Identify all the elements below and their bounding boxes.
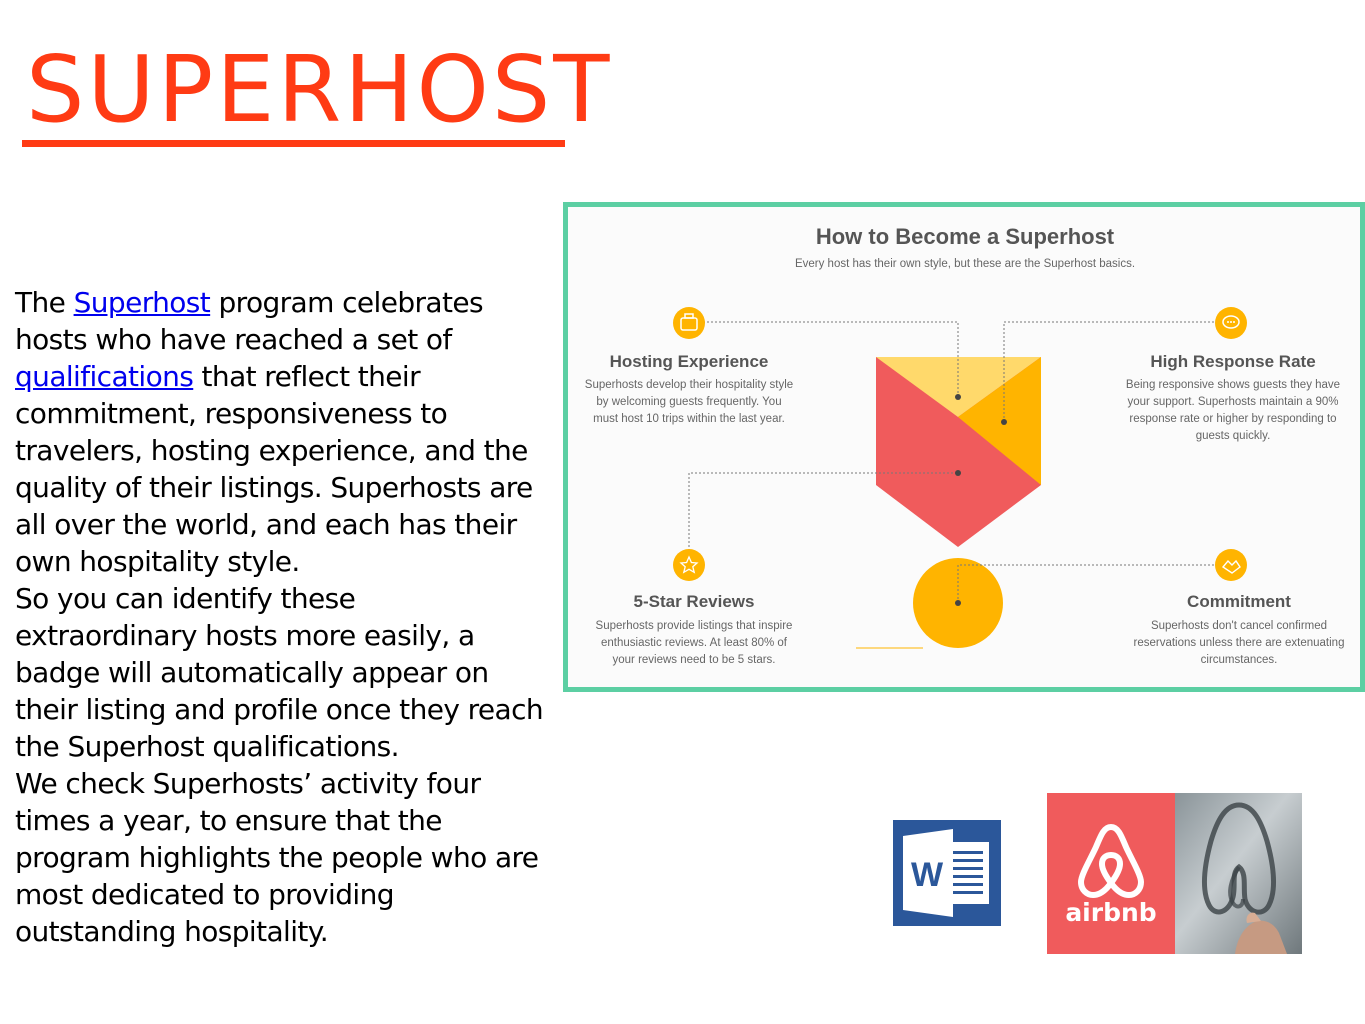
chat-bubble-icon — [1215, 307, 1247, 339]
airbnb-photo — [1175, 793, 1302, 954]
intro-middle: program celebrates hosts who have reache… — [15, 286, 484, 356]
suitcase-icon — [673, 307, 705, 339]
five-star-reviews-heading: 5-Star Reviews — [634, 592, 755, 611]
high-response-rate-line: guests quickly. — [1196, 430, 1271, 442]
infographic-canvas: How to Become a Superhost Every host has… — [585, 224, 1345, 666]
medal-ribbon-yellow — [958, 357, 1041, 485]
high-response-rate-line: Being responsive shows guests they have — [1126, 379, 1340, 391]
commitment-line: circumstances. — [1201, 654, 1278, 666]
five-star-reviews-line: Superhosts provide listings that inspire — [596, 620, 793, 632]
superhost-infographic: How to Become a Superhost Every host has… — [563, 202, 1365, 692]
star-icon — [673, 549, 705, 581]
paragraph-badge: So you can identify these extraordinary … — [15, 582, 544, 763]
hosting-experience-line: by welcoming guests frequently. You — [596, 396, 781, 408]
intro-end: that reflect their commitment, responsiv… — [15, 360, 533, 578]
word-letter: W — [911, 856, 944, 894]
commitment-line: Superhosts don't cancel confirmed — [1151, 620, 1327, 632]
paragraph-activity: We check Superhosts’ activity four times… — [15, 767, 539, 948]
airbnb-wordmark: airbnb — [1065, 898, 1156, 927]
section-five-star-reviews: 5-Star Reviews Superhosts provide listin… — [596, 592, 793, 666]
high-response-rate-line: your support. Superhosts maintain a 90% — [1128, 396, 1339, 408]
five-star-reviews-line: enthusiastic reviews. At least 80% of — [601, 637, 788, 649]
qualifications-link[interactable]: qualifications — [15, 360, 194, 393]
word-app-icon: W — [893, 820, 1001, 926]
handshake-icon — [1215, 549, 1247, 581]
intro-start: The — [15, 286, 74, 319]
high-response-rate-heading: High Response Rate — [1150, 352, 1315, 371]
superhost-link[interactable]: Superhost — [73, 286, 211, 319]
hosting-experience-heading: Hosting Experience — [610, 352, 769, 371]
section-hosting-experience: Hosting Experience Superhosts develop th… — [585, 352, 793, 425]
hand-shape — [1235, 920, 1287, 954]
infographic-subtitle: Every host has their own style, but thes… — [795, 258, 1135, 270]
commitment-line: reservations unless there are extenuatin… — [1134, 637, 1345, 649]
high-response-rate-line: response rate or higher by responding to — [1129, 413, 1336, 425]
connector-lines — [688, 321, 1218, 603]
title-underline — [22, 140, 565, 147]
infographic-title: How to Become a Superhost — [816, 224, 1115, 249]
page-title: SUPERHOST — [26, 36, 613, 143]
airbnb-logo: airbnb — [1047, 793, 1175, 954]
hosting-experience-line: Superhosts develop their hospitality sty… — [585, 379, 793, 391]
section-high-response-rate: High Response Rate Being responsive show… — [1126, 352, 1340, 442]
section-commitment: Commitment Superhosts don't cancel confi… — [1134, 592, 1345, 666]
body-text: The Superhost program celebrates hosts w… — [15, 284, 545, 950]
hosting-experience-line: must host 10 trips within the last year. — [593, 413, 785, 425]
five-star-reviews-line: your reviews need to be 5 stars. — [613, 654, 776, 666]
paragraph-intro: The Superhost program celebrates hosts w… — [15, 284, 545, 580]
commitment-heading: Commitment — [1187, 592, 1291, 611]
connector-dots — [955, 394, 1007, 606]
